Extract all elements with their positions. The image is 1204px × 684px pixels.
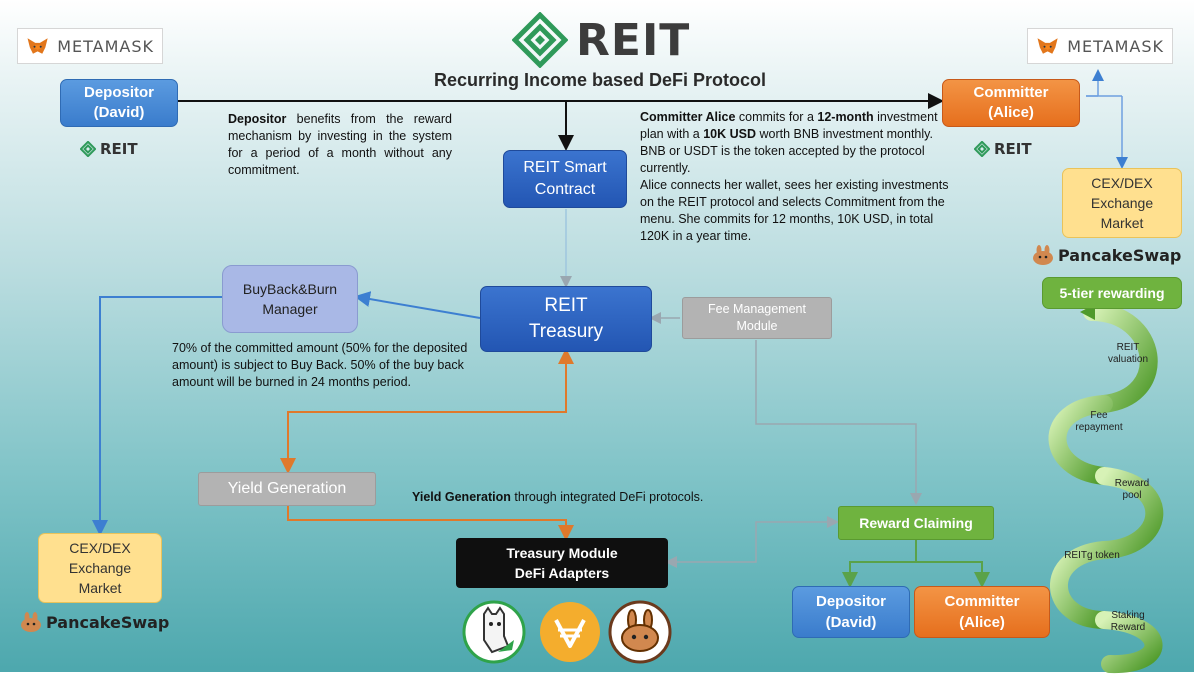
cex-line2: Exchange	[1090, 195, 1154, 211]
tier-step-2-line2: repayment	[1075, 422, 1123, 433]
cex-line2: Exchange	[68, 560, 132, 576]
committer-note-text-a: commits for a	[735, 110, 818, 124]
fee-line2: Module	[736, 319, 778, 333]
committer-note-bold: Committer Alice	[640, 110, 736, 124]
fee-line1: Fee Management	[708, 302, 806, 316]
tier-cycle-graphic	[1048, 303, 1164, 674]
committer-node-bottom: Committer (Alice)	[914, 586, 1050, 638]
smart-contract-line1: REIT Smart	[523, 159, 607, 176]
fee-management-node: Fee Management Module	[682, 297, 832, 339]
yield-note: Yield Generation through integrated DeFi…	[412, 489, 752, 506]
pancakeswap-logo	[608, 600, 672, 664]
metamask-label: METAMASK	[57, 36, 154, 56]
alpaca-finance-logo	[462, 600, 526, 664]
committer-note-bold-2: 12-month	[817, 110, 874, 124]
metamask-left: METAMASK	[17, 28, 163, 64]
page-subtitle: Recurring Income based DeFi Protocol	[433, 70, 767, 90]
tier-step-2-line1: Fee	[1090, 410, 1108, 421]
reit-logo-icon	[974, 141, 990, 157]
depositor-name: (David)	[825, 614, 877, 631]
committer-name: (Alice)	[988, 104, 1034, 121]
metamask-fox-icon	[27, 38, 48, 54]
pancakeswap-label: PancakeSwap	[1058, 245, 1182, 265]
smart-contract-node: REIT Smart Contract	[503, 150, 627, 208]
pancakeswap-label: PancakeSwap	[46, 612, 170, 632]
cex-line3: Market	[78, 580, 122, 596]
tier-step-1-line1: REIT	[1116, 342, 1140, 353]
reward-claiming-node: Reward Claiming	[838, 506, 994, 540]
venus-protocol-logo	[538, 600, 602, 664]
depositor-label: Depositor	[815, 593, 886, 610]
reit-badge-label: REIT	[100, 140, 138, 158]
cex-line1: CEX/DEX	[69, 540, 131, 556]
smart-contract-line2: Contract	[534, 181, 596, 198]
pancakeswap-bunny-icon	[1033, 245, 1053, 265]
tier-step-5-line2: Reward	[1110, 622, 1146, 633]
alpaca-icon	[462, 600, 526, 664]
reit-badge-left: REIT	[80, 140, 138, 158]
adapters-line2: DeFi Adapters	[514, 565, 610, 581]
tier-step-1-line2: valuation	[1107, 354, 1149, 365]
committer-note: Committer Alice commits for a 12-month i…	[640, 109, 956, 245]
tier-step-2: Fee repayment	[1064, 410, 1134, 434]
depositor-note: Depositor benefits from the reward mecha…	[228, 111, 452, 179]
reit-logo-icon	[512, 12, 568, 68]
pancakeswap-bunny-icon	[608, 600, 672, 664]
yield-generation-node: Yield Generation	[198, 472, 376, 506]
treasury-line1: REIT	[544, 295, 588, 316]
tier-step-4-line1: REITg token	[1064, 550, 1120, 561]
reit-badge-right: REIT	[974, 140, 1032, 158]
committer-label: Committer	[944, 593, 1020, 610]
depositor-note-bold: Depositor	[228, 112, 287, 126]
committer-note-p1: Committer Alice commits for a 12-month i…	[640, 109, 956, 177]
tier-step-5-line1: Staking	[1111, 610, 1145, 621]
tier-step-1: REIT valuation	[1098, 342, 1158, 366]
pancakeswap-bunny-icon	[21, 612, 41, 632]
depositor-node-top: Depositor (David)	[60, 79, 178, 127]
cex-dex-market-right: CEX/DEX Exchange Market	[1062, 168, 1182, 238]
page-title: REIT	[576, 14, 691, 66]
tier-step-3: Reward pool	[1102, 478, 1162, 502]
buyback-note: 70% of the committed amount (50% for the…	[172, 341, 468, 389]
depositor-label: Depositor	[83, 84, 154, 101]
defi-adapters-node: Treasury Module DeFi Adapters	[456, 538, 668, 588]
tier-step-4: REITg token	[1052, 550, 1132, 562]
committer-node-top: Committer (Alice)	[942, 79, 1080, 127]
committer-note-bold-3: 10K USD	[703, 127, 757, 141]
metamask-right: METAMASK	[1027, 28, 1173, 64]
yield-note-text: through integrated DeFi protocols.	[510, 490, 704, 504]
cex-line1: CEX/DEX	[1091, 175, 1153, 191]
adapters-line1: Treasury Module	[506, 545, 618, 561]
venus-icon	[540, 602, 600, 662]
treasury-node: REIT Treasury	[480, 286, 652, 352]
reit-logo-icon	[80, 141, 96, 157]
buyback-burn-manager-node: BuyBack&Burn Manager	[222, 265, 358, 333]
depositor-name: (David)	[93, 104, 145, 121]
depositor-note-text: benefits from the reward mechanism by in…	[228, 112, 452, 177]
committer-note-p2: Alice connects her wallet, sees her exis…	[640, 178, 949, 243]
yield-note-bold: Yield Generation	[412, 490, 511, 504]
committer-note-text-c: worth BNB investment monthly. BNB or USD…	[640, 127, 933, 175]
committer-name: (Alice)	[959, 614, 1005, 631]
pancakeswap-badge-left: PancakeSwap	[20, 612, 169, 632]
tier-step-3-line2: pool	[1122, 490, 1142, 501]
cex-dex-market-left: CEX/DEX Exchange Market	[38, 533, 162, 603]
cex-line3: Market	[1100, 215, 1144, 231]
reit-badge-label: REIT	[994, 140, 1032, 158]
tier-step-3-line1: Reward	[1114, 478, 1150, 489]
depositor-node-bottom: Depositor (David)	[792, 586, 910, 638]
tier-step-5: Staking Reward	[1098, 610, 1158, 634]
metamask-fox-icon	[1037, 38, 1058, 54]
committer-note-text-b: investment plan with a	[640, 110, 938, 141]
header-logo: REIT	[512, 12, 690, 68]
treasury-line2: Treasury	[528, 321, 604, 342]
buyback-line2: Manager	[262, 301, 318, 317]
pancakeswap-badge-right: PancakeSwap	[1032, 245, 1181, 265]
buyback-line1: BuyBack&Burn	[242, 281, 338, 297]
committer-label: Committer	[973, 84, 1049, 101]
tier-rewarding-title: 5-tier rewarding	[1042, 277, 1182, 309]
metamask-label: METAMASK	[1067, 36, 1164, 56]
